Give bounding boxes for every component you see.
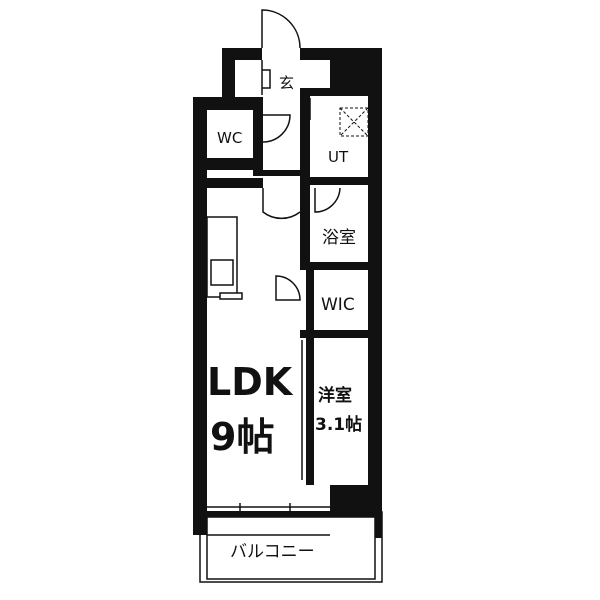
entrance-label: 玄	[279, 74, 294, 92]
western-name-label: 洋室	[318, 385, 352, 406]
doors	[261, 9, 341, 480]
washing-machine	[339, 107, 369, 137]
interior-walls	[193, 88, 382, 485]
balcony	[199, 511, 383, 583]
wc-label: WC	[217, 129, 242, 147]
ut-label: UT	[328, 148, 349, 166]
bath-label: 浴室	[322, 228, 356, 248]
ldk-name-label: LDK	[207, 360, 294, 404]
ldk-size-label: 9帖	[210, 415, 274, 459]
balcony-label: バルコニー	[230, 542, 315, 562]
wic-label: WIC	[321, 295, 355, 315]
western-size-label: 3.1帖	[315, 414, 362, 435]
kitchen-counter	[206, 216, 243, 300]
balcony-window	[207, 503, 330, 511]
